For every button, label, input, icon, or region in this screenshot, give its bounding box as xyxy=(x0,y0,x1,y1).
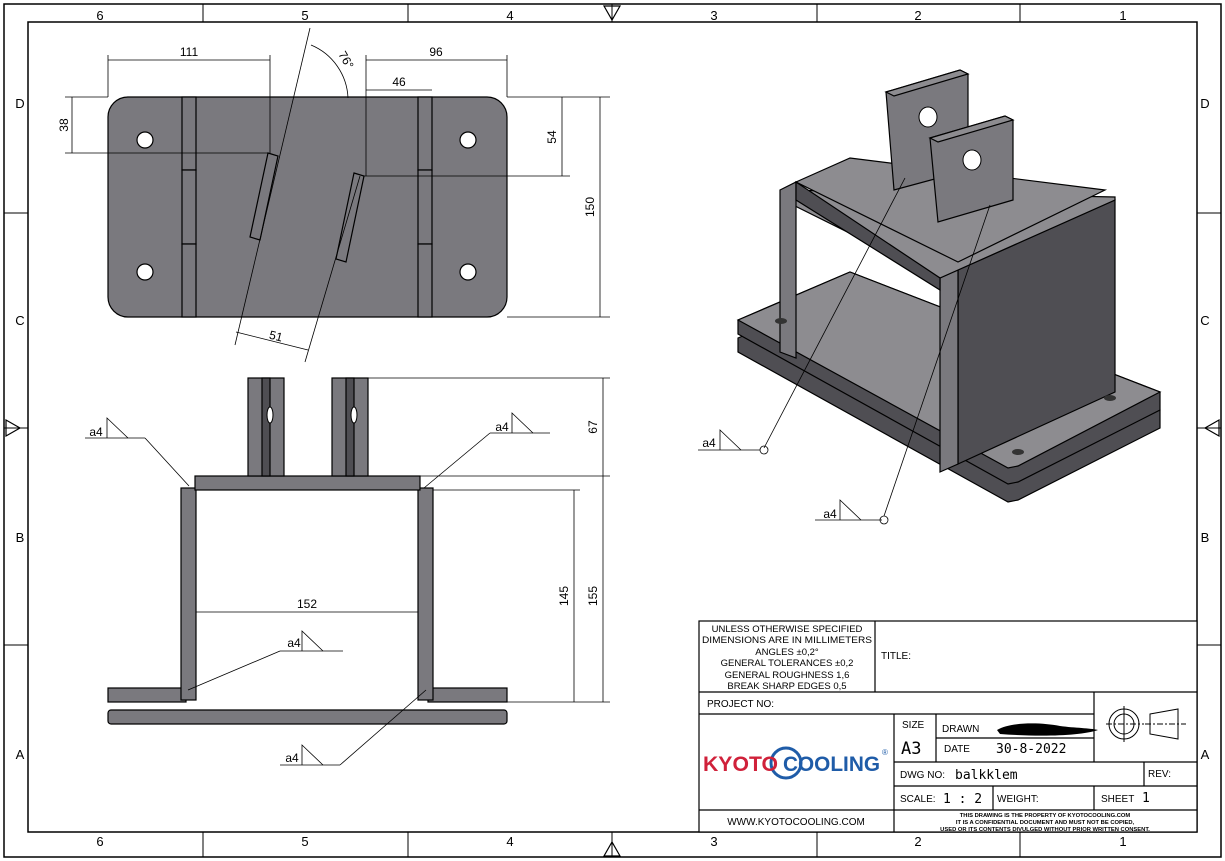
logo-cooling: COOLING xyxy=(783,753,880,776)
rev-label: REV: xyxy=(1148,769,1171,780)
note-line: GENERAL TOLERANCES ±0,2 xyxy=(721,658,854,669)
isometric-view: a4 a4 xyxy=(698,69,1162,525)
row-label: B xyxy=(16,530,25,545)
column-label: 1 xyxy=(1119,8,1126,23)
weld-symbol-label: a4 xyxy=(702,436,716,450)
dimension-label: 96 xyxy=(429,45,443,59)
drawn-label: DRAWN xyxy=(942,724,979,735)
logo-registered: ® xyxy=(882,748,888,757)
column-label: 4 xyxy=(506,834,513,849)
note-line: ANGLES ±0,2° xyxy=(755,647,819,658)
dwg-no-label: DWG NO: xyxy=(900,770,945,781)
column-label: 3 xyxy=(710,8,717,23)
column-label: 5 xyxy=(301,8,308,23)
dimension-label: 155 xyxy=(586,586,600,606)
disclaimer-line: USED OR ITS CONTENTS DIVULGED WITHOUT PR… xyxy=(940,827,1150,833)
dimension-label: 54 xyxy=(545,130,559,144)
column-label: 4 xyxy=(506,8,513,23)
dimension-label: 51 xyxy=(268,328,285,345)
website-link: WWW.KYOTOCOOLING.COM xyxy=(727,817,865,828)
weld-symbol-label: a4 xyxy=(285,751,299,765)
column-label: 1 xyxy=(1119,834,1126,849)
note-line: BREAK SHARP EDGES 0,5 xyxy=(727,681,846,692)
column-label: 2 xyxy=(914,834,921,849)
sheet-label: SHEET xyxy=(1101,794,1134,805)
note-line: GENERAL ROUGHNESS 1,6 xyxy=(725,670,850,681)
dwg-no-value: balkklem xyxy=(955,768,1018,783)
top-view: 111 76° 96 46 38 54 150 51 xyxy=(57,27,610,363)
dimension-label: 46 xyxy=(392,75,406,89)
date-value: 30-8-2022 xyxy=(996,742,1066,757)
column-label: 2 xyxy=(914,8,921,23)
column-label: 3 xyxy=(710,834,717,849)
column-label: 6 xyxy=(96,8,103,23)
logo-kyoto: KYOTO xyxy=(703,753,778,776)
row-label: D xyxy=(1200,96,1209,111)
title-label: TITLE: xyxy=(881,651,911,662)
title-block: UNLESS OTHERWISE SPECIFIED DIMENSIONS AR… xyxy=(698,620,1198,833)
row-label: C xyxy=(15,313,24,328)
project-label: PROJECT NO: xyxy=(707,699,774,710)
date-label: DATE xyxy=(944,744,970,755)
scale-value: 1 : 2 xyxy=(943,792,982,807)
row-label: A xyxy=(1201,747,1210,762)
disclaimer-line: IT IS A CONFIDENTIAL DOCUMENT AND MUST N… xyxy=(956,820,1135,826)
weld-symbol-label: a4 xyxy=(823,507,837,521)
note-line: DIMENSIONS ARE IN MILLIMETERS xyxy=(702,635,872,646)
dimension-label: 145 xyxy=(557,586,571,606)
weight-label: WEIGHT: xyxy=(997,794,1039,805)
row-label: B xyxy=(1201,530,1210,545)
row-label: A xyxy=(16,747,25,762)
redacted-signature xyxy=(997,723,1098,736)
column-label: 5 xyxy=(301,834,308,849)
mounting-hole xyxy=(136,131,477,281)
weld-symbol-label: a4 xyxy=(495,420,509,434)
sheet-border: 6 5 4 3 2 1 6 5 4 3 2 1 D C B A D C B A xyxy=(3,3,1222,858)
row-label: C xyxy=(1200,313,1209,328)
scale-label: SCALE: xyxy=(900,794,936,805)
dimension-label: 150 xyxy=(583,197,597,217)
front-view: 67 145 155 152 a4 a4 a4 a4 xyxy=(85,377,610,766)
size-value: A3 xyxy=(901,739,921,759)
dimension-label: 152 xyxy=(297,597,317,611)
dimension-label: 67 xyxy=(586,420,600,434)
centering-arrow-icon xyxy=(5,5,1220,857)
kyotocooling-logo: KYOTO COOLING ® xyxy=(703,746,888,780)
dimension-label: 38 xyxy=(57,118,71,132)
note-line: UNLESS OTHERWISE SPECIFIED xyxy=(712,624,863,635)
dimension-label: 111 xyxy=(180,45,199,59)
projection-symbol-icon xyxy=(1106,706,1186,742)
row-label: D xyxy=(15,96,24,111)
sheet-value: 1 xyxy=(1142,791,1150,806)
weld-symbol-label: a4 xyxy=(287,636,301,650)
column-label: 6 xyxy=(96,834,103,849)
disclaimer-line: THIS DRAWING IS THE PROPERTY OF KYOTOCOO… xyxy=(960,813,1131,819)
weld-symbol-label: a4 xyxy=(89,425,103,439)
size-label: SIZE xyxy=(902,720,925,731)
